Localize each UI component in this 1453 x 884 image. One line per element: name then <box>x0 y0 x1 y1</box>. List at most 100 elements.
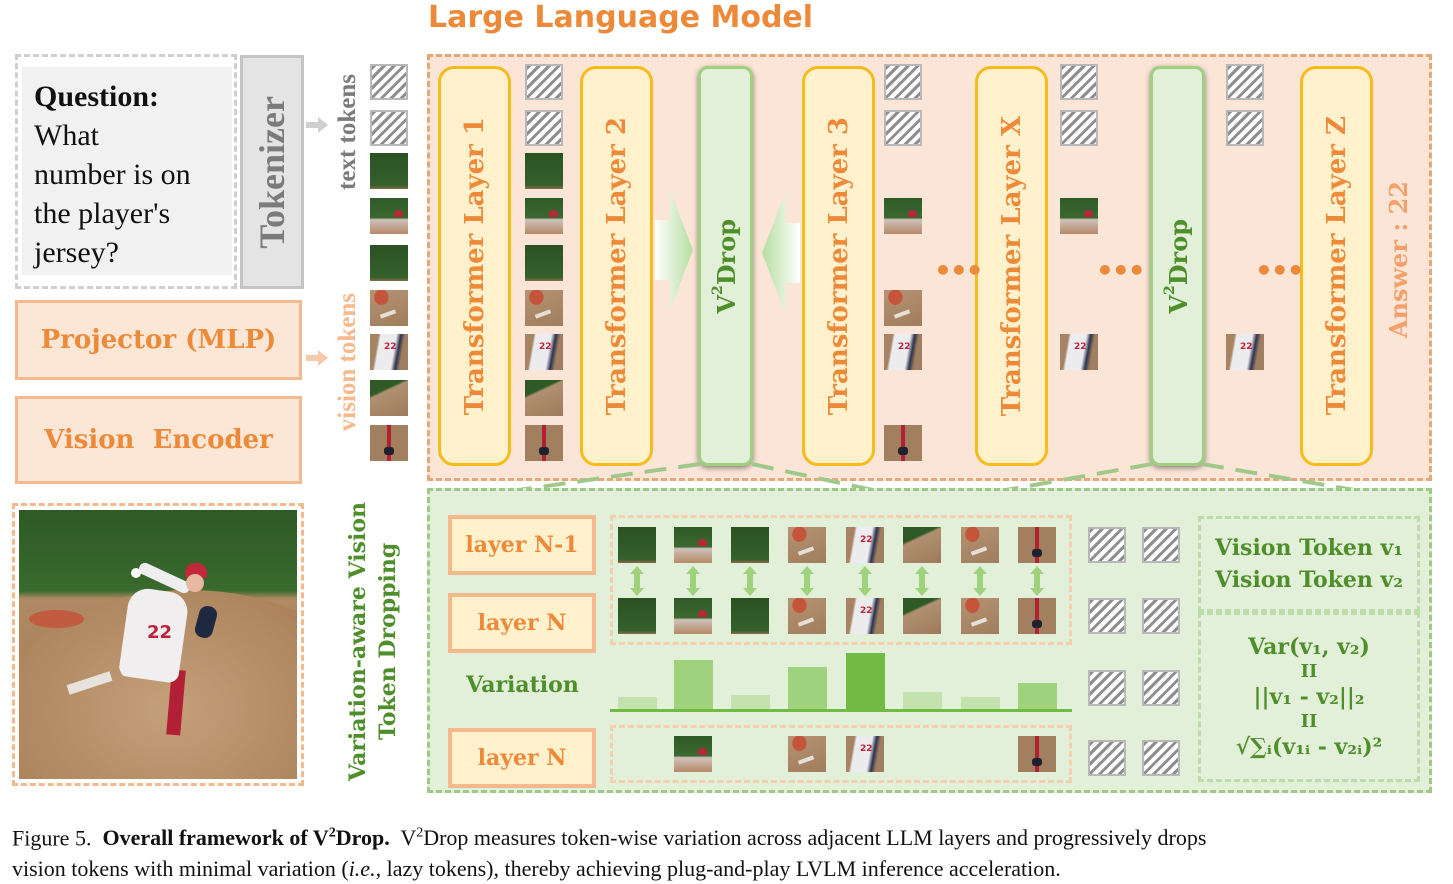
row-label-layer-n: layer N <box>448 593 596 653</box>
figure-caption: Figure 5. Overall framework of V2Drop. V… <box>12 818 1452 884</box>
row-label-layer-n-result: layer N <box>448 728 596 788</box>
formula-var: Var(v₁, v₂) <box>1248 634 1370 660</box>
vision-encoder-label: Vision Encoder <box>44 425 273 455</box>
token-layer-n-1 <box>731 527 769 563</box>
transformer-layer-3: Transformer Layer 3 <box>802 66 875 466</box>
arrow-right-icon <box>655 190 693 310</box>
double-arrow-icon <box>686 566 700 596</box>
question-frame <box>15 54 237 289</box>
arrow-left-icon <box>762 193 800 313</box>
formula-norm: ||v₁ - v₂||₂ <box>1253 684 1365 710</box>
variation-bar <box>1018 682 1057 709</box>
variation-formula: Var(v₁, v₂) II ||v₁ - v₂||₂ II √∑ᵢ(v₁ᵢ -… <box>1198 612 1420 782</box>
layer-label: Transformer Layer 3 <box>823 116 854 416</box>
transformer-layer-x: Transformer Layer X <box>975 66 1048 466</box>
token-layer-n-1 <box>961 527 999 563</box>
row-label-text: layer N <box>477 610 567 636</box>
vision-token-dirt-logo <box>370 290 408 326</box>
vision-token-leg <box>525 425 563 461</box>
layer-label: Transformer Layer Z <box>1321 116 1352 416</box>
input-image: 22 <box>19 510 297 779</box>
row-label-text: layer N-1 <box>465 532 579 558</box>
text-token <box>370 64 408 100</box>
formula-equals: II <box>1300 661 1318 682</box>
token-layer-n <box>961 598 999 634</box>
variation-bar <box>788 667 827 709</box>
text-token <box>1060 64 1098 100</box>
token-layer-n <box>1018 598 1056 634</box>
token-layer-n <box>618 598 656 634</box>
vision-token-grass <box>525 245 563 281</box>
question-line: What <box>34 119 99 152</box>
answer-wrap: Answer : 22 <box>1378 170 1418 350</box>
vision-encoder-box: Vision Encoder <box>15 396 302 484</box>
text-tokens-label: text tokens <box>334 74 361 190</box>
vision-token-body <box>884 334 922 370</box>
ellipsis-icon: ••• <box>1255 254 1305 287</box>
projector-label: Projector (MLP) <box>40 325 277 355</box>
question-line: jersey? <box>34 236 119 269</box>
double-arrow-icon <box>630 566 644 596</box>
question-heading: Question: <box>34 80 160 113</box>
vision-token-grass <box>525 153 563 189</box>
text-token <box>1226 64 1264 100</box>
caption-body: V2Drop measures token-wise variation acr… <box>12 825 1207 882</box>
vision-token-v2: Vision Token v₂ <box>1215 567 1403 593</box>
vision-token-grass <box>370 245 408 281</box>
text-token <box>1142 740 1180 776</box>
question-line: the player's <box>34 197 171 230</box>
formula-equals: II <box>1300 711 1318 732</box>
row-label-text: layer N <box>477 745 567 771</box>
layer-label: Transformer Layer X <box>996 115 1027 417</box>
vision-token-body <box>370 334 408 370</box>
token-layer-n-1 <box>846 527 884 563</box>
v2drop-module-1: V2Drop <box>698 66 753 466</box>
formula-sqrt: √∑ᵢ(v₁ᵢ - v₂ᵢ)² <box>1235 734 1383 760</box>
double-arrow-icon <box>915 566 929 596</box>
double-arrow-icon <box>973 566 987 596</box>
text-token <box>1088 527 1126 563</box>
vision-token-v1: Vision Token v₁ <box>1215 535 1403 561</box>
text-token <box>1088 740 1126 776</box>
text-token <box>1088 670 1126 706</box>
text-token <box>884 64 922 100</box>
text-token <box>1060 110 1098 146</box>
text-token <box>884 110 922 146</box>
vision-token-leg <box>370 425 408 461</box>
text-tokens-label-wrap: text tokens <box>332 62 364 202</box>
kept-token-group <box>610 725 1072 783</box>
projector-box: Projector (MLP) <box>15 300 302 380</box>
text-token <box>1088 598 1126 634</box>
token-layer-n <box>846 598 884 634</box>
kept-token-dirt-logo <box>788 736 826 772</box>
vision-token-dirt-logo <box>884 290 922 326</box>
token-layer-n <box>903 598 941 634</box>
transformer-layer-1: Transformer Layer 1 <box>438 66 511 466</box>
variation-bar <box>618 696 657 709</box>
vision-token-body <box>525 334 563 370</box>
question-box: Question: What number is on the player's… <box>22 67 232 275</box>
vision-token-body <box>1060 334 1098 370</box>
text-token <box>525 110 563 146</box>
vision-token-definition: Vision Token v₁ Vision Token v₂ <box>1198 516 1420 612</box>
text-token <box>370 110 408 146</box>
variation-bar <box>903 692 942 709</box>
token-layer-n-1 <box>618 527 656 563</box>
vision-token-grass <box>370 153 408 189</box>
layer-label: Transformer Layer 1 <box>459 116 490 416</box>
v2drop-module-2: V2Drop <box>1150 66 1205 466</box>
vision-token-leg <box>884 425 922 461</box>
kept-token-leg <box>1018 736 1056 772</box>
variation-bar <box>961 696 1000 709</box>
double-arrow-icon <box>858 566 872 596</box>
v2drop-label: V2Drop <box>710 218 741 314</box>
vision-token-pitcher <box>1060 198 1098 234</box>
input-image-frame: 22 <box>12 503 304 786</box>
arrow-right-icon <box>306 117 328 133</box>
variation-bar <box>846 653 885 709</box>
vision-token-pitcher <box>525 198 563 234</box>
variation-bar <box>731 695 770 709</box>
vision-tokens-label: vision tokens <box>334 293 361 432</box>
vision-token-pitcher <box>884 198 922 234</box>
